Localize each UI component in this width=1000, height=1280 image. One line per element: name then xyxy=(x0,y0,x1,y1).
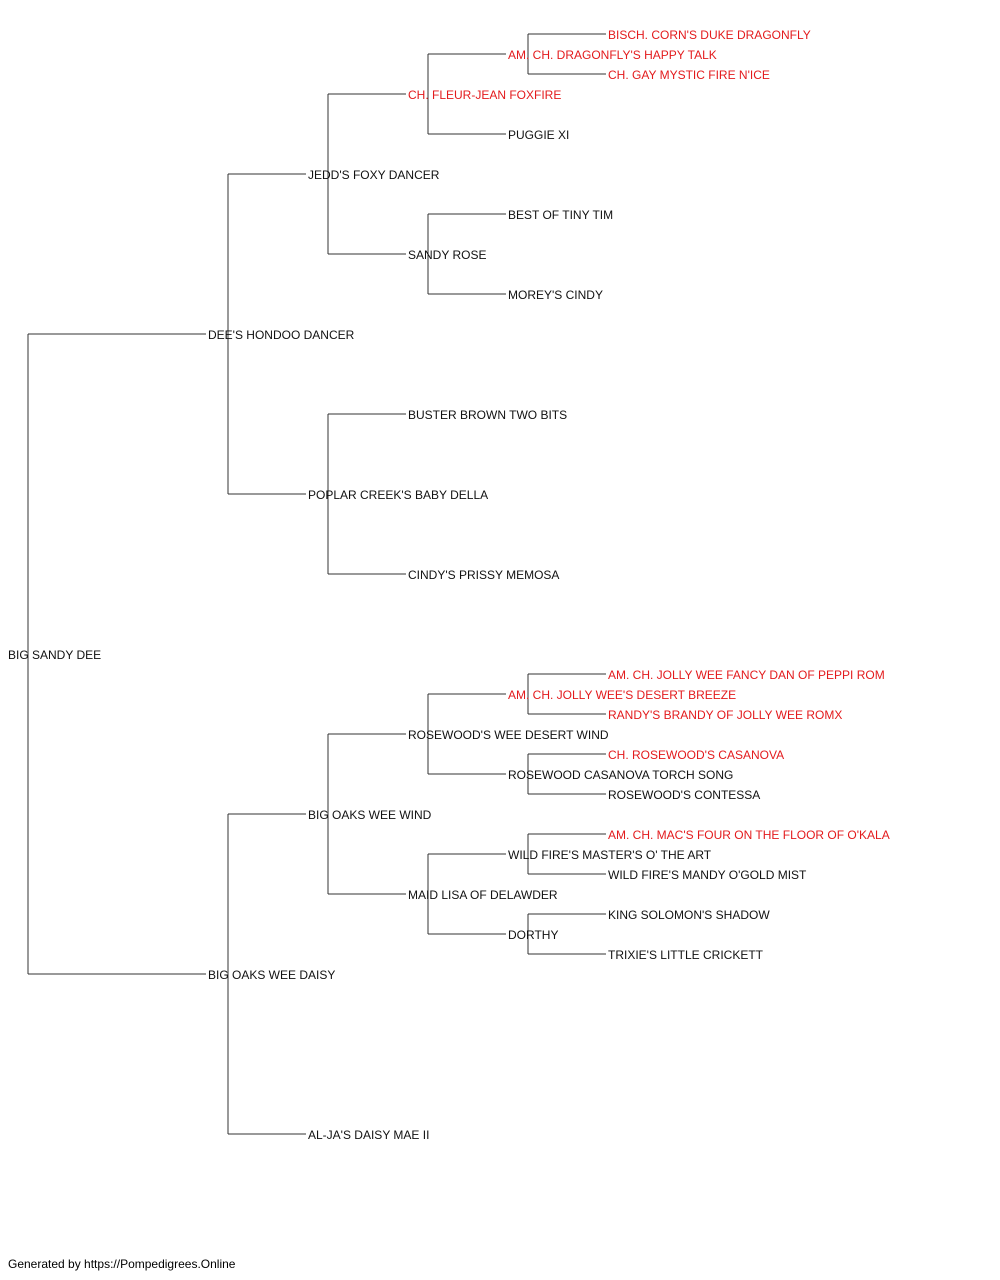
dam-name: ROSEWOOD CASANOVA TORCH SONG xyxy=(508,768,733,782)
dam-name: DORTHY xyxy=(508,928,558,942)
dam-name: SANDY ROSE xyxy=(408,248,486,262)
sire-name: AM. CH. MAC'S FOUR ON THE FLOOR OF O'KAL… xyxy=(608,828,890,842)
sire-name: BISCH. CORN'S DUKE DRAGONFLY xyxy=(608,28,811,42)
sire-name: BIG OAKS WEE WIND xyxy=(308,808,432,822)
dam-name: PUGGIE XI xyxy=(508,128,569,142)
sire-name: CH. FLEUR-JEAN FOXFIRE xyxy=(408,88,561,102)
sire-name: CH. ROSEWOOD'S CASANOVA xyxy=(608,748,784,762)
sire-name: ROSEWOOD'S WEE DESERT WIND xyxy=(408,728,609,742)
dam-name: ROSEWOOD'S CONTESSA xyxy=(608,788,760,802)
sire-name: WILD FIRE'S MASTER'S O' THE ART xyxy=(508,848,712,862)
dam-name: CH. GAY MYSTIC FIRE N'ICE xyxy=(608,68,770,82)
dam-name: CINDY'S PRISSY MEMOSA xyxy=(408,568,559,582)
sire-name: JEDD'S FOXY DANCER xyxy=(308,168,440,182)
sire-name: AM. CH. DRAGONFLY'S HAPPY TALK xyxy=(508,48,717,62)
dam-name: BIG OAKS WEE DAISY xyxy=(208,968,335,982)
footer-credit: Generated by https://Pompedigrees.Online xyxy=(8,1257,236,1271)
dam-name: MAID LISA OF DELAWDER xyxy=(408,888,558,902)
dam-name: AL-JA'S DAISY MAE II xyxy=(308,1128,429,1142)
dam-name: TRIXIE'S LITTLE CRICKETT xyxy=(608,948,764,962)
sire-name: AM. CH. JOLLY WEE FANCY DAN OF PEPPI ROM xyxy=(608,668,885,682)
sire-name: KING SOLOMON'S SHADOW xyxy=(608,908,770,922)
subject-name: BIG SANDY DEE xyxy=(8,648,101,662)
sire-name: AM. CH. JOLLY WEE'S DESERT BREEZE xyxy=(508,688,736,702)
sire-name: DEE'S HONDOO DANCER xyxy=(208,328,355,342)
sire-name: BEST OF TINY TIM xyxy=(508,208,613,222)
dam-name: RANDY'S BRANDY OF JOLLY WEE ROMX xyxy=(608,708,842,722)
dam-name: WILD FIRE'S MANDY O'GOLD MIST xyxy=(608,868,807,882)
dam-name: POPLAR CREEK'S BABY DELLA xyxy=(308,488,488,502)
sire-name: BUSTER BROWN TWO BITS xyxy=(408,408,567,422)
dam-name: MOREY'S CINDY xyxy=(508,288,603,302)
